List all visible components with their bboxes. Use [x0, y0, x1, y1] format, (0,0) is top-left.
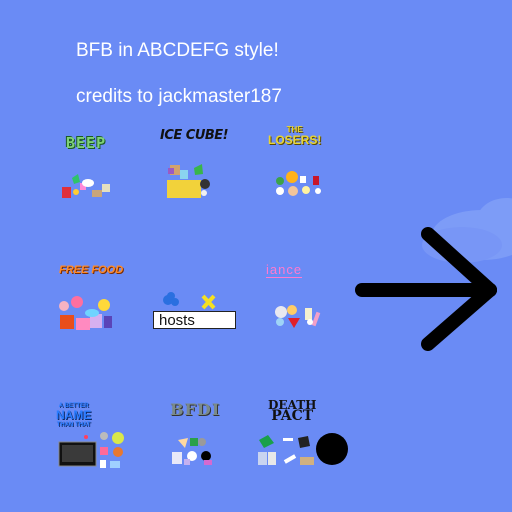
name-logo-bottom: THAN THAT: [56, 422, 91, 428]
the-losers-logo: THE LOSERS!: [268, 124, 321, 146]
beep-team-characters: [62, 174, 110, 198]
right-arrow-icon: [355, 227, 497, 351]
beep-logo: BEEP: [66, 134, 107, 152]
name-logo-main: NAME: [56, 408, 92, 422]
death-pact-logo: DEATH PACT: [268, 398, 317, 424]
page-title: BFB in ABCDEFG style!: [76, 40, 279, 61]
death-pact-team-characters: [258, 433, 348, 465]
free-food-logo: FREE FOOD: [59, 264, 124, 276]
name-logo-top: A BETTER: [58, 403, 89, 409]
death-pact-top: DEATH: [268, 398, 317, 412]
the-losers-team-characters: [276, 171, 321, 196]
hosts-box: hosts: [153, 311, 236, 329]
bfdi-team-characters: [172, 438, 212, 465]
name-team-characters: [58, 432, 124, 468]
hosts-characters: [163, 292, 216, 310]
bfdi-logo: BFDI: [170, 400, 221, 419]
the-losers-main: LOSERS!: [268, 133, 322, 147]
iance-team-characters: [275, 305, 321, 328]
iance-logo: iance: [266, 262, 303, 278]
free-food-team-characters: [59, 296, 112, 330]
credits-text: credits to jackmaster187: [76, 86, 282, 107]
name-logo: A BETTER NAME THAN THAT: [56, 402, 91, 429]
death-pact-bottom: PACT: [271, 408, 314, 424]
the-losers-top: THE: [286, 125, 303, 134]
ice-cube-logo: ICE CUBE!: [160, 128, 229, 143]
ice-cube-team-characters: [167, 164, 210, 198]
